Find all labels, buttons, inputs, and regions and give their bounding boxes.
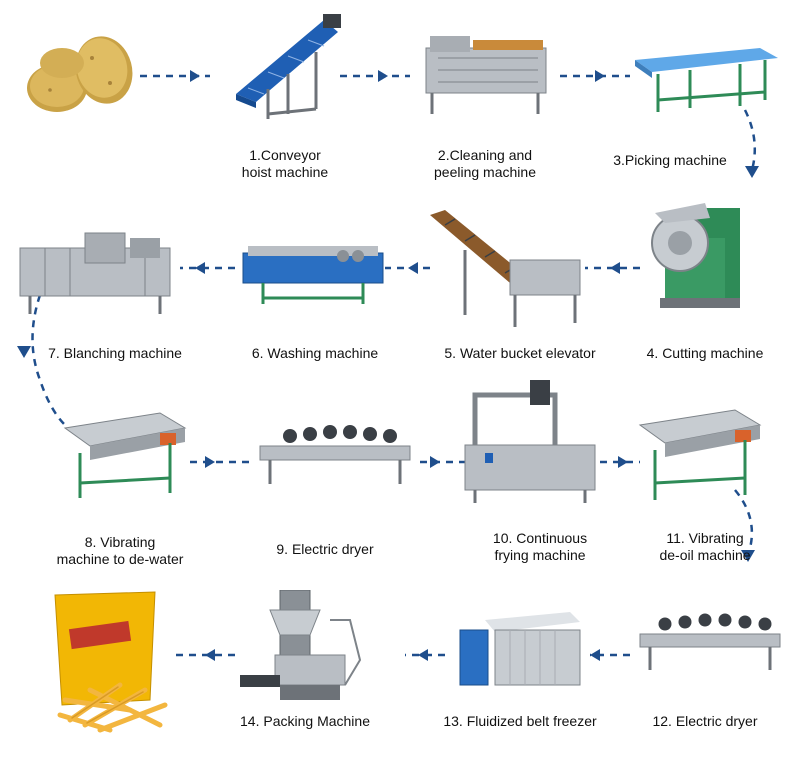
- arrowhead: [205, 456, 215, 468]
- step-label-2: 2.Cleaning and peeling machine: [415, 147, 555, 181]
- arrowhead: [610, 262, 620, 274]
- step-label-14: 14. Packing Machine: [220, 713, 390, 730]
- fryer-icon: [464, 380, 596, 503]
- step-label-8: 8. Vibrating machine to de-water: [40, 534, 200, 568]
- vibrating-screen-icon: [638, 409, 762, 500]
- step-label-5: 5. Water bucket elevator: [425, 345, 615, 362]
- label-line: 12. Electric dryer: [652, 713, 758, 729]
- step-label-4: 4. Cutting machine: [630, 345, 780, 362]
- arrowhead: [595, 70, 605, 82]
- vibrating-screen-icon: [63, 412, 187, 498]
- label-line: machine to de-water: [56, 551, 184, 567]
- arrowhead: [408, 262, 418, 274]
- label-line: hoist machine: [241, 164, 329, 180]
- step-label-12: 12. Electric dryer: [625, 713, 785, 730]
- packing-machine-icon: [240, 590, 362, 700]
- step-label-1: 1.Conveyor hoist machine: [215, 147, 355, 181]
- arrowhead: [590, 649, 600, 661]
- arrowhead: [745, 166, 759, 178]
- step-label-7: 7. Blanching machine: [20, 345, 210, 362]
- washer-peeler-icon: [425, 36, 547, 114]
- label-line: 4. Cutting machine: [646, 345, 764, 361]
- arrowhead: [378, 70, 388, 82]
- label-line: 8. Vibrating: [84, 534, 156, 550]
- step-label-3: 3.Picking machine: [600, 152, 740, 169]
- fries-bag-icon: [54, 591, 168, 733]
- label-line: frying machine: [494, 547, 586, 563]
- arrowhead: [190, 70, 200, 82]
- label-line: 2.Cleaning and: [437, 147, 533, 163]
- step-label-11: 11. Vibrating de-oil machine: [635, 530, 775, 564]
- step-label-13: 13. Fluidized belt freezer: [420, 713, 620, 730]
- label-line: peeling machine: [434, 164, 536, 180]
- air-dryer-icon: [639, 613, 781, 670]
- cutter-icon: [651, 203, 740, 308]
- potato-icon: [27, 36, 133, 112]
- arrowhead: [418, 649, 428, 661]
- arrowhead: [618, 456, 628, 468]
- arrowhead: [195, 262, 205, 274]
- air-dryer-icon: [259, 425, 411, 484]
- label-line: 5. Water bucket elevator: [444, 345, 596, 361]
- label-line: 11. Vibrating: [666, 530, 744, 546]
- label-line: 1.Conveyor: [249, 147, 321, 163]
- arrow-7-8: [31, 294, 66, 426]
- arrowhead: [205, 649, 215, 661]
- label-line: 14. Packing Machine: [240, 713, 370, 729]
- label-line: de-oil machine: [659, 547, 751, 563]
- label-line: 6. Washing machine: [251, 345, 379, 361]
- label-line: 13. Fluidized belt freezer: [443, 713, 597, 729]
- conveyor-icon: [236, 14, 341, 119]
- label-line: 3.Picking machine: [613, 152, 727, 168]
- arrow-3-4: [743, 109, 757, 171]
- blancher-icon: [19, 232, 171, 314]
- step-label-6: 6. Washing machine: [235, 345, 395, 362]
- arrowhead: [430, 456, 440, 468]
- bucket-elevator-icon: [430, 210, 581, 327]
- label-line: 10. Continuous: [492, 530, 588, 546]
- arrowhead: [741, 550, 755, 562]
- step-label-9: 9. Electric dryer: [255, 541, 395, 558]
- label-line: 7. Blanching machine: [48, 345, 182, 361]
- label-line: 9. Electric dryer: [276, 541, 374, 557]
- arrow-11-12: [734, 489, 754, 556]
- washing-tank-icon: [242, 246, 384, 304]
- picking-belt-icon: [635, 48, 778, 112]
- step-label-10: 10. Continuous frying machine: [470, 530, 610, 564]
- freezer-icon: [459, 612, 581, 686]
- arrowhead: [17, 346, 31, 358]
